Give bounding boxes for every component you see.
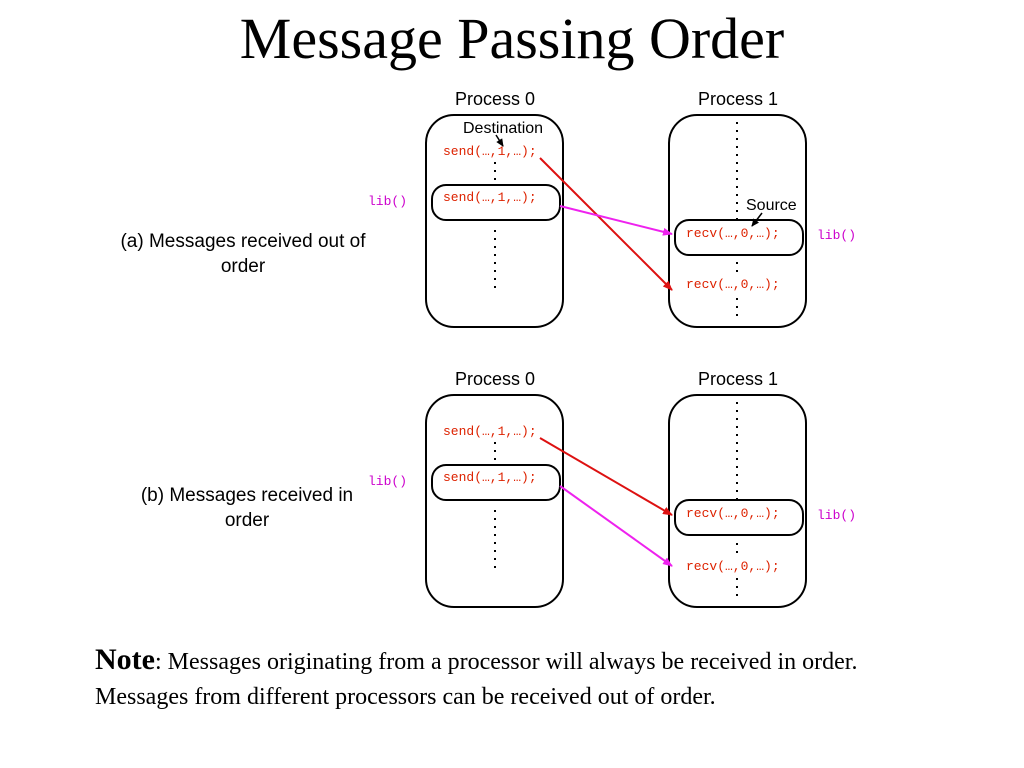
send-call-b1: send(…,1,…);: [443, 424, 537, 439]
process0-label-b: Process 0: [455, 369, 535, 389]
lib-label-recv-a: lib(): [817, 228, 856, 243]
source-pointer: [751, 212, 763, 227]
process0-box-a: [425, 114, 564, 328]
process0-label-a: Process 0: [455, 89, 535, 109]
recv-call-a2: recv(…,0,…);: [686, 277, 780, 292]
scenario-a-caption: (a) Messages received out of order: [120, 231, 366, 277]
destination-label: Destination: [463, 120, 543, 137]
slide-title: Message Passing Order: [239, 6, 785, 71]
recv-call-b1: recv(…,0,…);: [686, 506, 780, 521]
lib-label-send-a: lib(): [368, 194, 407, 209]
arrow-second-send-to-second-recv-b: [559, 485, 673, 567]
process1-box-a: [668, 114, 807, 328]
send-call-a2: send(…,1,…);: [443, 190, 537, 205]
lib-highlight-recv-b: [674, 499, 804, 536]
note-text: : Messages originating from a processor …: [95, 649, 858, 710]
arrow-second-send-to-first-recv-a: [559, 205, 673, 236]
arrow-first-send-to-second-recv-a: [539, 157, 673, 291]
scenario-b-caption: (b) Messages received in order: [140, 485, 354, 531]
note-label: Note: [95, 643, 155, 676]
lib-highlight-recv-a: [674, 219, 804, 256]
destination-pointer: [495, 134, 504, 147]
note-paragraph: Note: Messages originating from a proces…: [95, 642, 955, 715]
send-call-a1: send(…,1,…);: [443, 144, 537, 159]
source-label: Source: [746, 197, 797, 214]
scenario-a-diagram: Process 0 Process 1 send(…,1,…); send(…,…: [368, 89, 856, 328]
lib-label-recv-b: lib(): [817, 508, 856, 523]
lib-highlight-send-a: [431, 184, 561, 221]
process1-label-a: Process 1: [698, 89, 778, 109]
process0-box-b: [425, 394, 564, 608]
process1-label-b: Process 1: [698, 369, 778, 389]
arrow-first-send-to-first-recv-b: [539, 437, 673, 516]
send-call-b2: send(…,1,…);: [443, 470, 537, 485]
recv-call-a1: recv(…,0,…);: [686, 226, 780, 241]
scenario-b-diagram: Process 0 Process 1 send(…,1,…); send(…,…: [368, 369, 856, 608]
process1-box-b: [668, 394, 807, 608]
recv-call-b2: recv(…,0,…);: [686, 559, 780, 574]
lib-highlight-send-b: [431, 464, 561, 501]
lib-label-send-b: lib(): [368, 474, 407, 489]
